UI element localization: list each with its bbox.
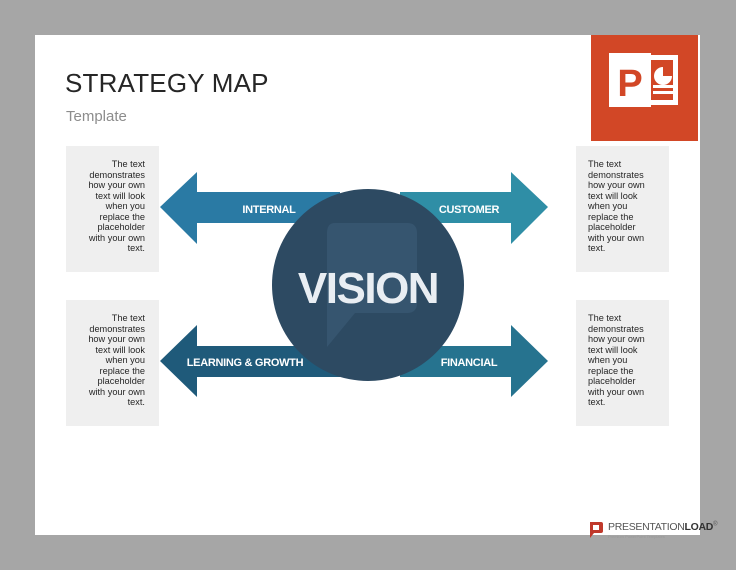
doc-line — [653, 91, 673, 94]
text-line: text. — [127, 243, 145, 253]
arrow-learning-growth — [160, 325, 340, 397]
slide-title: STRATEGY MAP — [65, 68, 269, 98]
text-box-bottom-left: The text demonstrates how your own text … — [66, 300, 159, 426]
text-line: how your own — [588, 180, 645, 190]
brand-prefix: PRESENTATION — [608, 521, 685, 533]
text-line: placeholder — [97, 376, 145, 386]
label-internal: INTERNAL — [242, 204, 296, 216]
text-line: when you — [588, 355, 628, 365]
powerpoint-logo-icon: P — [609, 53, 678, 107]
text-line: text will look — [588, 344, 638, 355]
text-line: text will look — [588, 190, 638, 201]
text-line: replace the — [588, 365, 634, 376]
text-line: with your own — [88, 232, 145, 243]
doc-line — [653, 85, 673, 88]
text-line: when you — [588, 201, 628, 211]
presentation-watermark-icon — [327, 223, 417, 347]
arrow-customer — [400, 172, 548, 244]
powerpoint-letter: P — [617, 63, 642, 105]
presentationload-logo-icon — [590, 522, 603, 538]
text-line: when you — [105, 355, 145, 365]
slide-subtitle: Template — [66, 108, 127, 125]
text-line: The text — [588, 313, 622, 323]
text-line: demonstrates — [588, 323, 644, 334]
text-line: The text — [111, 159, 145, 169]
text-line: when you — [105, 201, 145, 211]
presentationload-logo: PRESENTATIONLOAD® Premium PowerPoint Tem… — [588, 519, 718, 541]
doc-front — [609, 53, 651, 107]
text-line: with your own — [588, 232, 645, 243]
brand-name: PRESENTATIONLOAD® — [608, 521, 718, 533]
brand-trademark: ® — [713, 521, 718, 528]
arrow-financial — [400, 325, 548, 397]
label-learning-growth: LEARNING & GROWTH — [187, 357, 304, 369]
pie-mark — [654, 67, 672, 85]
text-line: The text — [588, 159, 622, 169]
text-line: text. — [127, 397, 145, 407]
text-line: replace the — [99, 365, 145, 376]
text-line: text will look — [95, 344, 145, 355]
text-line: how your own — [88, 180, 145, 190]
text-box-top-left: The text demonstrates how your own text … — [66, 146, 159, 272]
text-line: how your own — [88, 334, 145, 344]
text-line: text will look — [95, 190, 145, 201]
text-line: placeholder — [588, 222, 636, 232]
text-line: demonstrates — [588, 169, 644, 180]
powerpoint-icon: P — [591, 35, 698, 141]
text-line: text. — [588, 243, 606, 253]
text-line: replace the — [588, 211, 634, 222]
text-line: placeholder — [588, 376, 636, 386]
label-customer: CUSTOMER — [439, 204, 500, 216]
text-line: with your own — [588, 386, 645, 397]
text-box-bottom-right: The text demonstrates how your own text … — [576, 300, 669, 426]
text-box-top-right: The text demonstrates how your own text … — [576, 146, 669, 272]
text-line: The text — [111, 313, 145, 323]
label-financial: FINANCIAL — [441, 357, 498, 369]
vision-label: VISION — [298, 264, 438, 313]
arrow-internal — [160, 172, 340, 244]
brand-suffix: LOAD — [684, 521, 714, 533]
text-line: how your own — [588, 334, 645, 344]
text-line: demonstrates — [89, 169, 145, 180]
strategy-diagram: INTERNAL CUSTOMER LEARNING & GROWTH FINA… — [160, 172, 548, 397]
text-line: demonstrates — [89, 323, 145, 334]
slide: STRATEGY MAP Template The text demonstra… — [35, 35, 718, 539]
text-line: text. — [588, 397, 606, 407]
text-line: with your own — [88, 386, 145, 397]
text-line: replace the — [99, 211, 145, 222]
text-line: placeholder — [97, 222, 145, 232]
brand-tagline: Premium PowerPoint Templates — [608, 534, 665, 539]
